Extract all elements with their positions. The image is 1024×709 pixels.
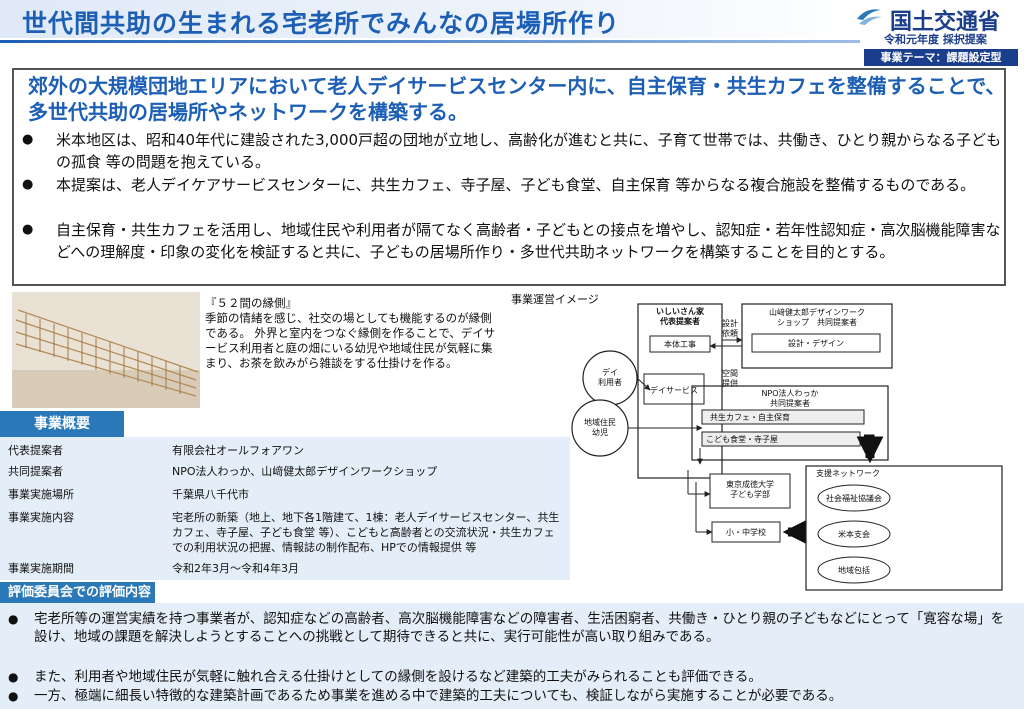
title-underline <box>0 40 860 43</box>
npo-label: NPO法人わっか共同提案者 <box>761 388 818 408</box>
npo-frame <box>691 385 889 461</box>
diagram-caption: 事業運営イメージ <box>511 293 599 306</box>
overview-table: 代表提案者 有限会社オールフォアワン 共同提案者 NPO法人わっか、山﨑健太郎デ… <box>0 437 570 580</box>
lead-proposer-label: いしいさん家代表提案者 <box>656 306 705 326</box>
architectural-model-photo <box>12 292 200 408</box>
overview-header: 事業概要 <box>0 411 124 437</box>
bullet-icon: ● <box>8 689 19 703</box>
ministry-name: 国土交通省 <box>890 10 1001 35</box>
svg-text:支援ネットワーク: 支援ネットワーク <box>816 468 880 478</box>
ministry-logo-icon <box>857 9 882 25</box>
overview-value: 令和2年3月～令和4年3月 <box>172 562 299 575</box>
bullet-icon: ● <box>8 612 19 626</box>
svg-text:社会福祉協議会: 社会福祉協議会 <box>826 493 882 503</box>
svg-text:米本支会: 米本支会 <box>838 529 870 539</box>
operation-diagram: いしいさん家代表提案者 本体工事 設計依頼 山﨑健太郎デザインワークショップ 共… <box>571 303 1003 591</box>
yamazaki-frame <box>741 303 893 369</box>
summary-bullet-text: 自主保育・共生カフェを活用し、地域住民や利用者が隔てなく高齢者・子どもとの接点を… <box>56 221 1001 261</box>
overview-label: 事業実施内容 <box>8 511 74 524</box>
svg-text:デイサービス: デイサービス <box>650 385 698 395</box>
local-label: 地域住民幼児 <box>584 417 616 437</box>
bullet-icon: ● <box>22 222 34 237</box>
page-title: 世代間共助の生まれる宅老所でみんなの居場所作り <box>22 9 621 38</box>
overview-value: 有限会社オールフォアワン <box>172 444 304 457</box>
summary-headline: 郊外の大規模団地エリアにおいて老人デイサービスセンター内に、自主保育・共生カフェ… <box>28 74 1006 124</box>
design-text: 季節の情緒を感じ、社交の場としても機能するのが縁側である。 外界と室内をつなぐ縁… <box>205 311 496 370</box>
overview-label: 事業実施場所 <box>8 488 74 501</box>
network-item <box>817 484 891 512</box>
evaluation-bullet-text: また、利用者や地域住民が気軽に触れ合える仕掛けとしての縁側を設けるなど建築的工夫… <box>34 669 762 685</box>
overview-label: 代表提案者 <box>8 444 63 457</box>
network-item <box>817 556 891 584</box>
overview-value: NPO法人わっか、山﨑健太郎デザインワークショップ <box>172 465 438 478</box>
main-work-label: 本体工事 <box>664 339 696 349</box>
design-box <box>751 333 881 353</box>
evaluation-header: 評価委員会での評価内容 <box>0 582 155 603</box>
overview-label: 共同提案者 <box>8 465 63 478</box>
design-cost-label: 設計依頼 <box>722 318 738 338</box>
design-description: 『５２間の縁側』 季節の情緒を感じ、社交の場としても機能するのが縁側である。 外… <box>205 296 497 371</box>
network-item <box>817 520 891 548</box>
space-provision-label: 空間提供 <box>722 368 738 388</box>
svg-text:地域包括: 地域包括 <box>838 565 870 575</box>
evaluation-bullet-text: 宅老所等の運営実績を持つ事業者が、認知症などの高齢者、高次脳機能障害などの障害者… <box>34 611 1005 645</box>
day-service-box <box>643 373 705 405</box>
bullet-icon: ● <box>22 177 34 192</box>
summary-bullet-text: 本提案は、老人デイケアサービスセンターに、共生カフェ、寺子屋、子ども食堂、自主保… <box>56 176 976 194</box>
lead-proposer-frame <box>637 303 723 479</box>
svg-text:共生カフェ・自主保育: 共生カフェ・自主保育 <box>710 412 790 422</box>
evaluation-panel <box>0 603 1024 709</box>
overview-label: 事業実施期間 <box>8 562 74 575</box>
design-title: 『５２間の縁側』 <box>205 296 297 310</box>
cafe-box <box>701 409 865 425</box>
overview-value: 宅老所の新築（地上、地下各1階建て、1棟：老人デイサービスセンター、共生カフェ、… <box>172 511 560 554</box>
day-user-label: デイ利用者 <box>598 367 622 387</box>
svg-text:こども食堂・寺子屋: こども食堂・寺子屋 <box>706 434 778 444</box>
university-box <box>709 473 791 509</box>
bullet-icon: ● <box>8 670 19 684</box>
summary-bullet-text: 米本地区は、昭和40年代に建設された3,000戸超の団地が立地し、高齢化が進むと… <box>56 131 1002 171</box>
adoption-label: 令和元年度 採択提案 <box>884 33 987 46</box>
university-label: 東京成徳大学子ども学部 <box>726 479 774 499</box>
title-band <box>0 0 860 38</box>
bullet-icon: ● <box>22 132 34 147</box>
design-box-label: 設計・デザイン <box>788 338 844 348</box>
overview-value: 千葉県八千代市 <box>172 488 249 501</box>
svg-text:小・中学校: 小・中学校 <box>726 527 766 537</box>
theme-tag: 事業テーマ：課題設定型 <box>864 49 1018 66</box>
summary-box <box>12 68 1006 286</box>
evaluation-bullet-text: 一方、極端に細長い特徴的な建築計画であるため事業を進める中で建築的工夫についても… <box>34 688 843 704</box>
yamazaki-label: 山﨑健太郎デザインワークショップ 共同提案者 <box>769 307 865 327</box>
